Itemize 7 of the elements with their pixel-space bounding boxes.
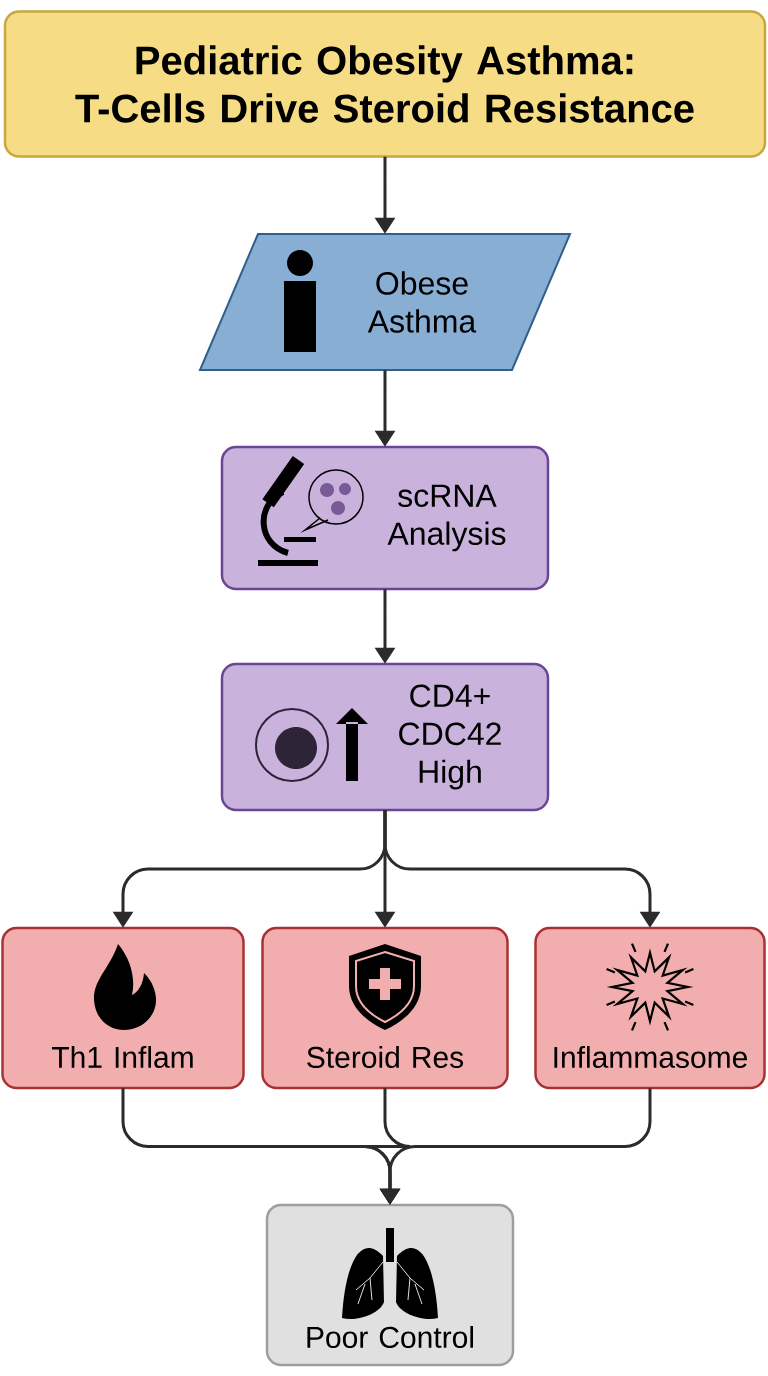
process-box: scRNA Analysis xyxy=(220,445,550,591)
result-box: Poor Control xyxy=(265,1203,515,1367)
process-box: CD4+ CDC42 High xyxy=(220,662,550,812)
title-box: Pediatric Obesity Asthma: T-Cells Drive Steroid Resistance xyxy=(3,10,767,158)
outcome-box: Inflammasome xyxy=(534,926,766,1090)
outcome-box: Th1 Inflam xyxy=(1,926,245,1090)
outcome-box: Steroid Res xyxy=(261,926,509,1090)
